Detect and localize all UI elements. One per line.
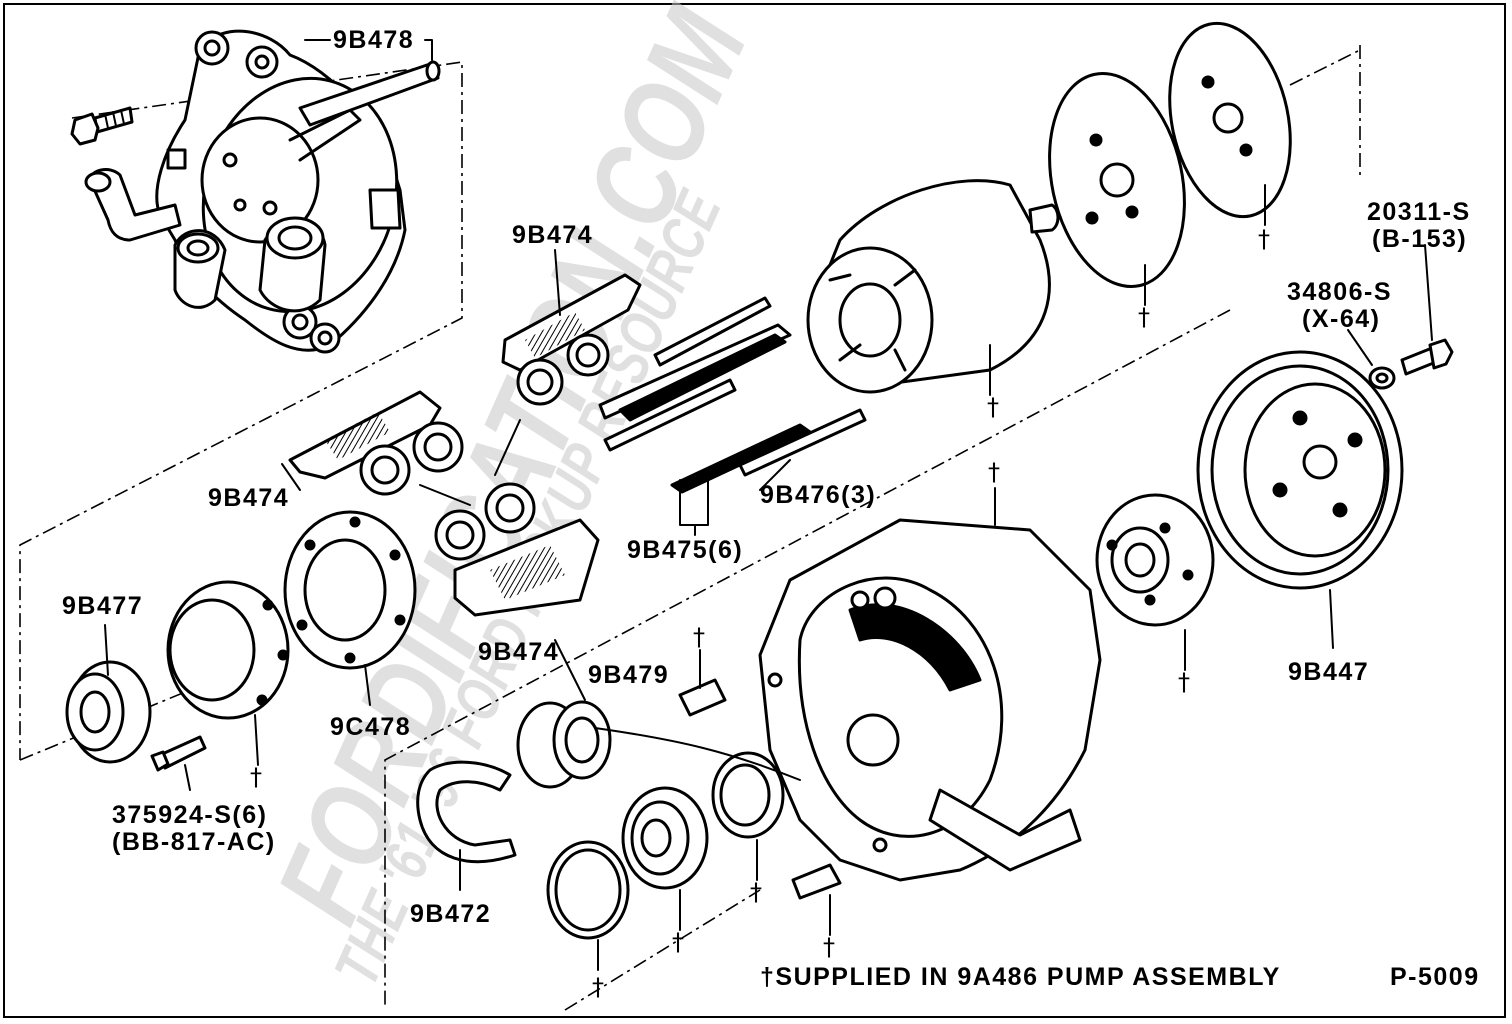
dagger-mark: † xyxy=(693,623,705,651)
snap-ring xyxy=(546,840,630,940)
washer-34806-S xyxy=(1368,366,1396,390)
vane-assembly-9B474-top xyxy=(501,273,642,406)
part-labels: 9B478 9B474 9B474 9B474 9B476(3) 9B475(6… xyxy=(62,26,1471,928)
seal-ring xyxy=(711,751,785,839)
label-9B474-left: 9B474 xyxy=(208,484,289,512)
label-9B475: 9B475(6) xyxy=(627,536,743,564)
screw-375924-S xyxy=(150,735,207,772)
label-9B447: 9B447 xyxy=(1288,658,1369,686)
label-375924-S-line2: (BB-817-AC) xyxy=(112,828,276,856)
label-20311-S-line2: (B-153) xyxy=(1372,225,1467,253)
dagger-marks: † † † † † † † † † † † xyxy=(250,225,1270,1001)
label-9B476: 9B476(3) xyxy=(760,481,876,509)
label-375924-S-line1: 375924-S(6) xyxy=(112,801,267,829)
dagger-mark: † xyxy=(987,393,999,421)
vane-assembly-9B474-bottom xyxy=(434,482,600,617)
pump-reservoir-housing xyxy=(758,518,1102,882)
dowel-pin-upper xyxy=(678,678,727,717)
figure-border xyxy=(3,3,1506,1018)
label-20311-S-line1: 20311-S xyxy=(1367,198,1471,226)
clip-9B472 xyxy=(416,760,517,863)
dagger-mark: † xyxy=(250,763,262,791)
label-9B474-bottom: 9B474 xyxy=(478,638,559,666)
seal-9B479 xyxy=(516,700,612,789)
dagger-mark: † xyxy=(672,928,684,956)
hub xyxy=(1095,493,1215,627)
rollers-9B475 xyxy=(618,333,812,494)
dowel-pin-lower xyxy=(791,863,842,900)
bearing-9B477 xyxy=(65,660,152,764)
figure-number: P-5009 xyxy=(1390,963,1480,991)
label-34806-S-line2: (X-64) xyxy=(1302,305,1380,333)
dagger-mark: † xyxy=(750,878,762,906)
pulley-9B447 xyxy=(1196,350,1404,590)
label-9C478: 9C478 xyxy=(330,713,411,741)
ball-bearing xyxy=(621,786,709,890)
pump-housing-9B478 xyxy=(70,29,441,354)
label-9B479: 9B479 xyxy=(588,661,669,689)
plate-9C478 xyxy=(283,510,417,670)
label-9B477: 9B477 xyxy=(62,592,143,620)
dagger-mark: † xyxy=(988,458,1000,486)
label-9B478: 9B478 xyxy=(333,26,414,54)
dagger-mark: † xyxy=(1138,303,1150,331)
housing-ring xyxy=(166,580,290,720)
rotor xyxy=(806,179,1060,394)
dagger-mark: † xyxy=(1258,225,1270,253)
pressure-plate-1 xyxy=(1048,71,1186,289)
vane-assembly-9B474-left xyxy=(288,390,464,496)
bolt-20311-S xyxy=(1400,338,1454,376)
dagger-mark: † xyxy=(823,933,835,961)
label-9B472: 9B472 xyxy=(410,900,491,928)
dagger-mark: † xyxy=(1178,668,1190,696)
leader-lines xyxy=(104,39,1433,971)
label-34806-S-line1: 34806-S xyxy=(1287,278,1392,306)
slippers-9B476 xyxy=(598,296,867,477)
dagger-mark: † xyxy=(592,973,604,1001)
label-9B474-top: 9B474 xyxy=(512,221,593,249)
footnote: †SUPPLIED IN 9A486 PUMP ASSEMBLY xyxy=(760,963,1281,991)
pressure-plate-2 xyxy=(1168,21,1292,219)
